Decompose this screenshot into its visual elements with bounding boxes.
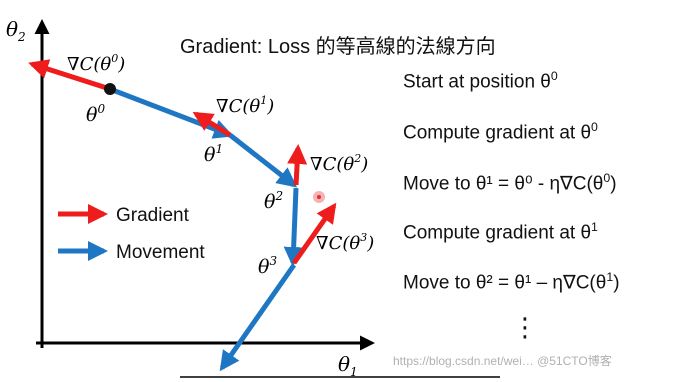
- step-move-2: Move to θ² = θ¹ – η∇C(θ1): [403, 270, 620, 294]
- watermark: https://blog.csdn.net/wei… @51CTO博客: [393, 354, 612, 368]
- movement-arrow-1: [228, 133, 298, 188]
- gradient-label-3: ∇C(θ3): [316, 231, 374, 254]
- point-label-1: θ1: [204, 142, 223, 166]
- step-move-1: Move to θ¹ = θ⁰ - η∇C(θ0): [403, 171, 617, 195]
- x-axis-label: θ1: [338, 352, 358, 379]
- movement-arrow-0: [109, 86, 234, 139]
- point-label-2: θ2: [264, 189, 283, 213]
- movement-arrow-3: [219, 263, 297, 372]
- gradient-label-0: ∇C(θ0): [67, 52, 125, 75]
- ellipsis: ⋮: [512, 312, 538, 342]
- slide-title: Gradient: Loss 的等高線的法線方向: [180, 36, 496, 58]
- gradient-arrow-2: [287, 144, 308, 186]
- movement-arrow-2: [283, 187, 304, 267]
- gradient-label-1: ∇C(θ1): [216, 94, 274, 117]
- step-compute-0: Compute gradient at θ0: [403, 120, 598, 144]
- legend-gradient-label: Gradient: [116, 205, 190, 226]
- gradient-label-2: ∇C(θ2): [310, 152, 368, 175]
- gradient-arrow-3: [291, 202, 337, 265]
- step-compute-1: Compute gradient at θ1: [403, 220, 598, 244]
- y-axis-label: θ2: [6, 17, 26, 44]
- legend-movement-label: Movement: [116, 242, 205, 263]
- gradient-arrow-0: [28, 59, 111, 92]
- point-label-3: θ3: [258, 254, 277, 278]
- gradient-arrow-1: [192, 111, 232, 138]
- point-label-0: θ0: [86, 102, 105, 126]
- cursor-dot: [317, 195, 321, 199]
- step-start: Start at position θ0: [403, 69, 558, 93]
- start-point-dot: [104, 83, 116, 95]
